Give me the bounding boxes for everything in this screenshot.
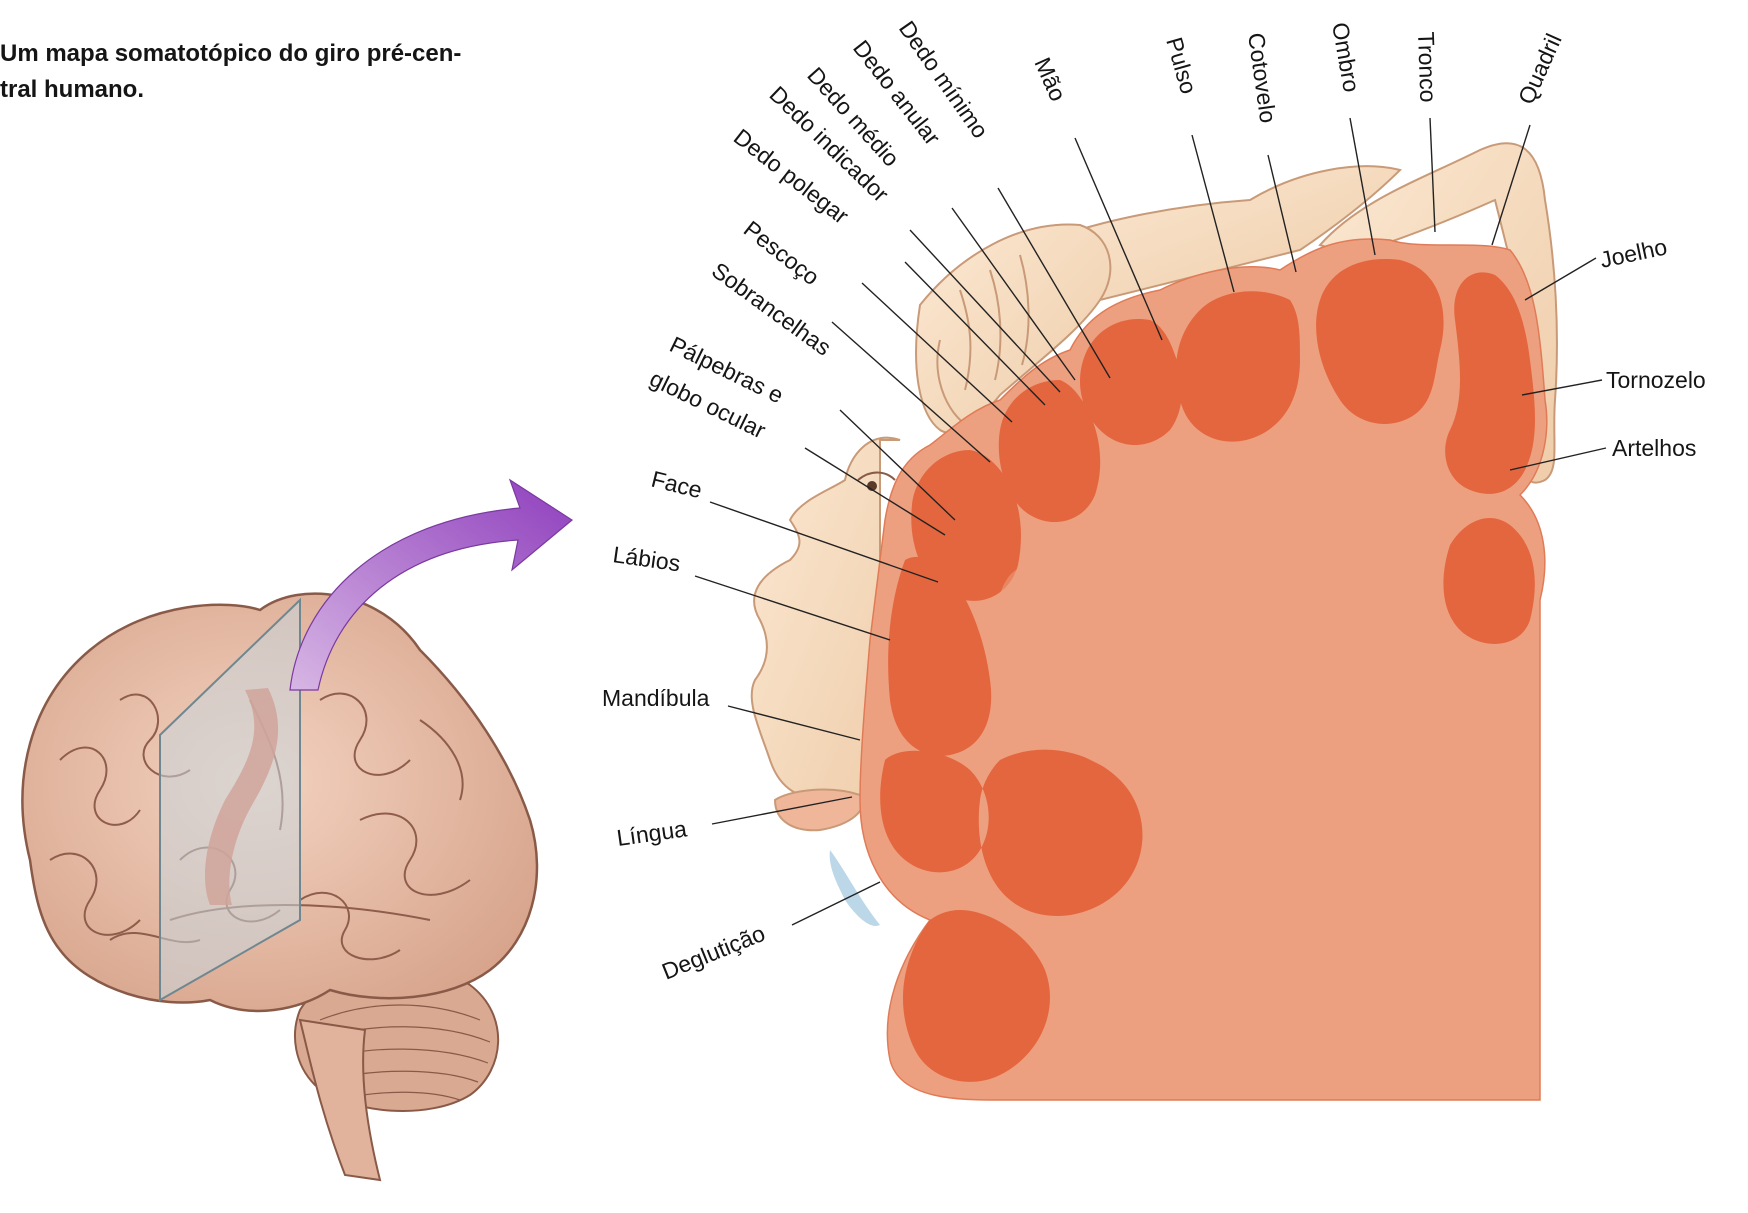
brain-illustration [23,594,537,1180]
label-cotovelo: Cotovelo [1243,31,1281,125]
label-degluticao: Deglutição [658,920,769,985]
label-artelhos: Artelhos [1612,435,1696,461]
label-tornozelo: Tornozelo [1606,367,1706,393]
label-joelho: Joelho [1598,233,1670,273]
label-face: Face [649,466,705,504]
label-tronco: Tronco [1413,31,1441,103]
label-lingua: Língua [615,815,688,851]
label-mandibula: Mandíbula [602,685,710,711]
label-mao: Mão [1029,53,1071,104]
label-quadril: Quadril [1513,30,1567,108]
label-labios: Lábios [611,541,682,576]
label-ombro: Ombro [1327,20,1365,94]
label-pulso: Pulso [1161,34,1202,96]
